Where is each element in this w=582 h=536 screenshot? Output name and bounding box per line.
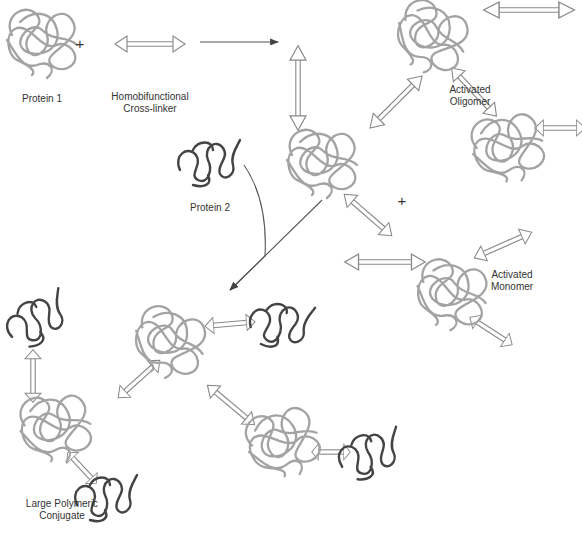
protein-blob (126, 302, 211, 386)
protein-blob (465, 107, 550, 191)
cross-linker-symbol (535, 120, 582, 136)
cross-linker-symbol (25, 350, 41, 403)
cross-linker-symbol (471, 225, 535, 265)
cross-linker-symbol (115, 36, 185, 52)
molecule-node: Protein 1 (5, 5, 80, 110)
molecule-label: Large Polymeric Conjugate (17, 498, 107, 522)
cross-linker-symbol (62, 447, 102, 489)
molecule-label: Protein 1 (7, 93, 77, 105)
reaction-arrow (200, 41, 278, 42)
cross-linker-symbol (113, 354, 165, 403)
protein-blob (239, 400, 328, 488)
cross-linker-symbol (204, 314, 256, 334)
cross-linker-symbol (466, 311, 517, 352)
protein-blob (0, 288, 74, 352)
reaction-arrow (230, 165, 265, 290)
protein-blob (287, 130, 357, 198)
cross-linker-symbol (364, 70, 427, 133)
protein-blob (335, 427, 404, 483)
molecule-node: Activated Oligomer (278, 0, 582, 200)
cross-linker-symbol (290, 46, 306, 131)
molecule-node: Large Polymeric Conjugate (5, 290, 400, 536)
cross-linker-symbol (484, 2, 575, 18)
molecule-node: Protein 2 (178, 135, 244, 217)
molecule-label: Activated Monomer (482, 269, 542, 293)
protein-blob (178, 140, 240, 186)
molecule-label: Protein 2 (180, 202, 240, 214)
plus-sign: + (398, 193, 407, 209)
plus-sign: + (76, 36, 85, 52)
reaction-arrow (230, 200, 322, 290)
cross-linker-symbol (339, 188, 397, 241)
protein-blob (411, 256, 492, 335)
molecule-node: Activated Monomer (340, 232, 582, 347)
cross-linker-symbol (345, 254, 426, 270)
cross-linker-symbol (202, 379, 259, 431)
molecule-label: Activated Oligomer (440, 84, 500, 108)
protein-blob (15, 389, 96, 468)
protein-blob (246, 297, 315, 353)
molecule-label: Homobifunctional Cross-linker (105, 91, 195, 115)
protein-blob (7, 10, 77, 78)
molecule-node: Homobifunctional Cross-linker (100, 15, 200, 125)
protein-blob (386, 0, 475, 83)
